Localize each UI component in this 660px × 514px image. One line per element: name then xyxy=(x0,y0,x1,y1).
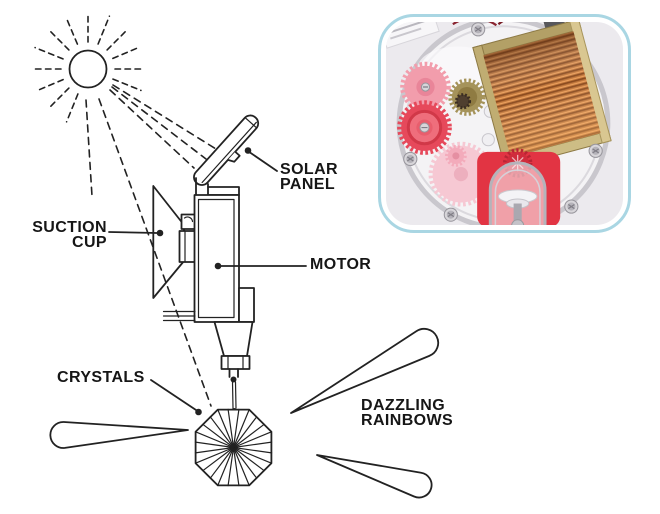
suction-cup-label: SUCTION CUP xyxy=(24,219,107,251)
sun-icon xyxy=(30,11,146,123)
crystals-label: CRYSTALS xyxy=(57,369,145,386)
crystal-facets xyxy=(194,408,273,487)
dazzling-rainbows-label-line1: DAZZLING xyxy=(361,397,446,414)
rainbow-streak-upper-right xyxy=(290,327,440,414)
solar-panel-label-line2: PANEL xyxy=(280,175,336,193)
solar-panel-label-line1: SOLAR xyxy=(280,161,338,178)
copper-coil xyxy=(472,22,612,170)
solar-panel-label: SOLAR PANEL xyxy=(280,161,338,193)
inset-photo xyxy=(386,22,623,225)
spindle-drawing xyxy=(213,321,254,378)
motor-side-lines xyxy=(162,310,196,322)
dazzling-rainbows-label-line2: RAINBOWS xyxy=(361,411,454,429)
rainbow-streak-left xyxy=(49,421,189,449)
label-tag xyxy=(386,22,440,49)
suction-cup-label-line1: SUCTION xyxy=(32,219,107,236)
brass-gear xyxy=(448,78,486,116)
screws xyxy=(403,22,603,222)
inset-photo-frame xyxy=(378,14,631,233)
panel-clip xyxy=(227,151,241,163)
motor-internals-photo xyxy=(386,22,612,225)
pink-gear xyxy=(400,61,451,113)
rainbow-streak-lower-right xyxy=(316,454,433,499)
light-ray-lines xyxy=(85,84,217,407)
rainbow-streaks xyxy=(49,327,440,499)
red-gear xyxy=(397,100,452,155)
red-motor-assembly xyxy=(477,148,561,225)
small-pink-gear xyxy=(444,145,467,167)
motor-drawing xyxy=(162,194,255,323)
motor-label: MOTOR xyxy=(310,256,372,273)
solar-panel-drawing xyxy=(193,114,260,196)
suction-cup-label-line2: CUP xyxy=(72,233,107,251)
suction-cup-drawing xyxy=(152,185,197,299)
sun-rays xyxy=(30,11,146,123)
motor-wires xyxy=(452,22,545,27)
crystal-drawing xyxy=(194,408,273,487)
leader-lines xyxy=(108,147,307,416)
shaft xyxy=(513,203,522,225)
string-drawing xyxy=(230,376,238,414)
dazzling-rainbows-label: DAZZLING RAINBOWS xyxy=(361,397,454,429)
